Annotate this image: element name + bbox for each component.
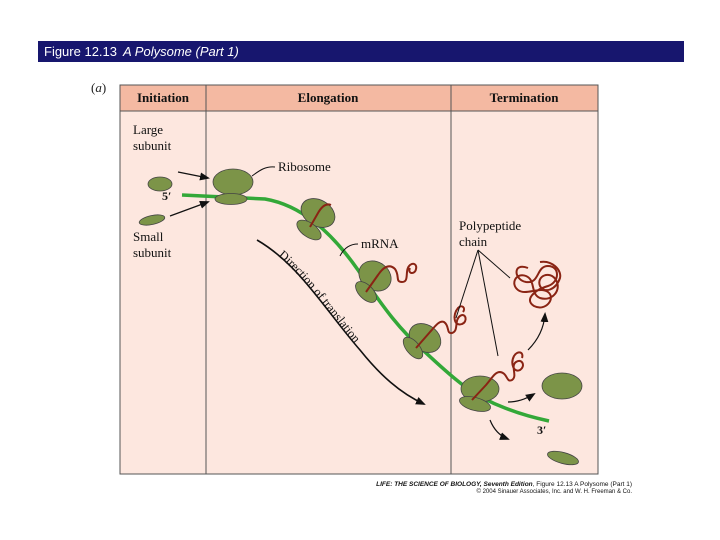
credit-copyright: © 2004 Sinauer Associates, Inc. and W. H… bbox=[376, 489, 632, 495]
small-subunit-label-line1: Small bbox=[133, 229, 164, 244]
credit-figure-ref: , Figure 12.13 A Polysome (Part 1) bbox=[533, 481, 632, 488]
large-subunit-label-line2: subunit bbox=[133, 138, 172, 153]
five-prime-label: 5′ bbox=[162, 189, 171, 203]
released-large-subunit bbox=[542, 373, 582, 399]
three-prime-label: 3′ bbox=[537, 423, 546, 437]
figure-credit: LIFE: THE SCIENCE OF BIOLOGY, Seventh Ed… bbox=[376, 481, 632, 495]
mrna-label: mRNA bbox=[361, 236, 399, 251]
column-header-termination: Termination bbox=[490, 90, 560, 105]
polypeptide-label-line1: Polypeptide bbox=[459, 218, 521, 233]
ribosome-large-subunit bbox=[213, 169, 253, 195]
ribosome-label: Ribosome bbox=[278, 159, 331, 174]
column-header-initiation: Initiation bbox=[137, 90, 190, 105]
column-header-elongation: Elongation bbox=[298, 90, 359, 105]
polypeptide-label-line2: chain bbox=[459, 234, 488, 249]
ribosome-small-subunit bbox=[215, 194, 247, 205]
small-subunit-label-line2: subunit bbox=[133, 245, 172, 260]
credit-line: LIFE: THE SCIENCE OF BIOLOGY, Seventh Ed… bbox=[376, 481, 632, 488]
credit-book-title: LIFE: THE SCIENCE OF BIOLOGY, Seventh Ed… bbox=[376, 481, 533, 488]
large-subunit-label-line1: Large bbox=[133, 122, 163, 137]
